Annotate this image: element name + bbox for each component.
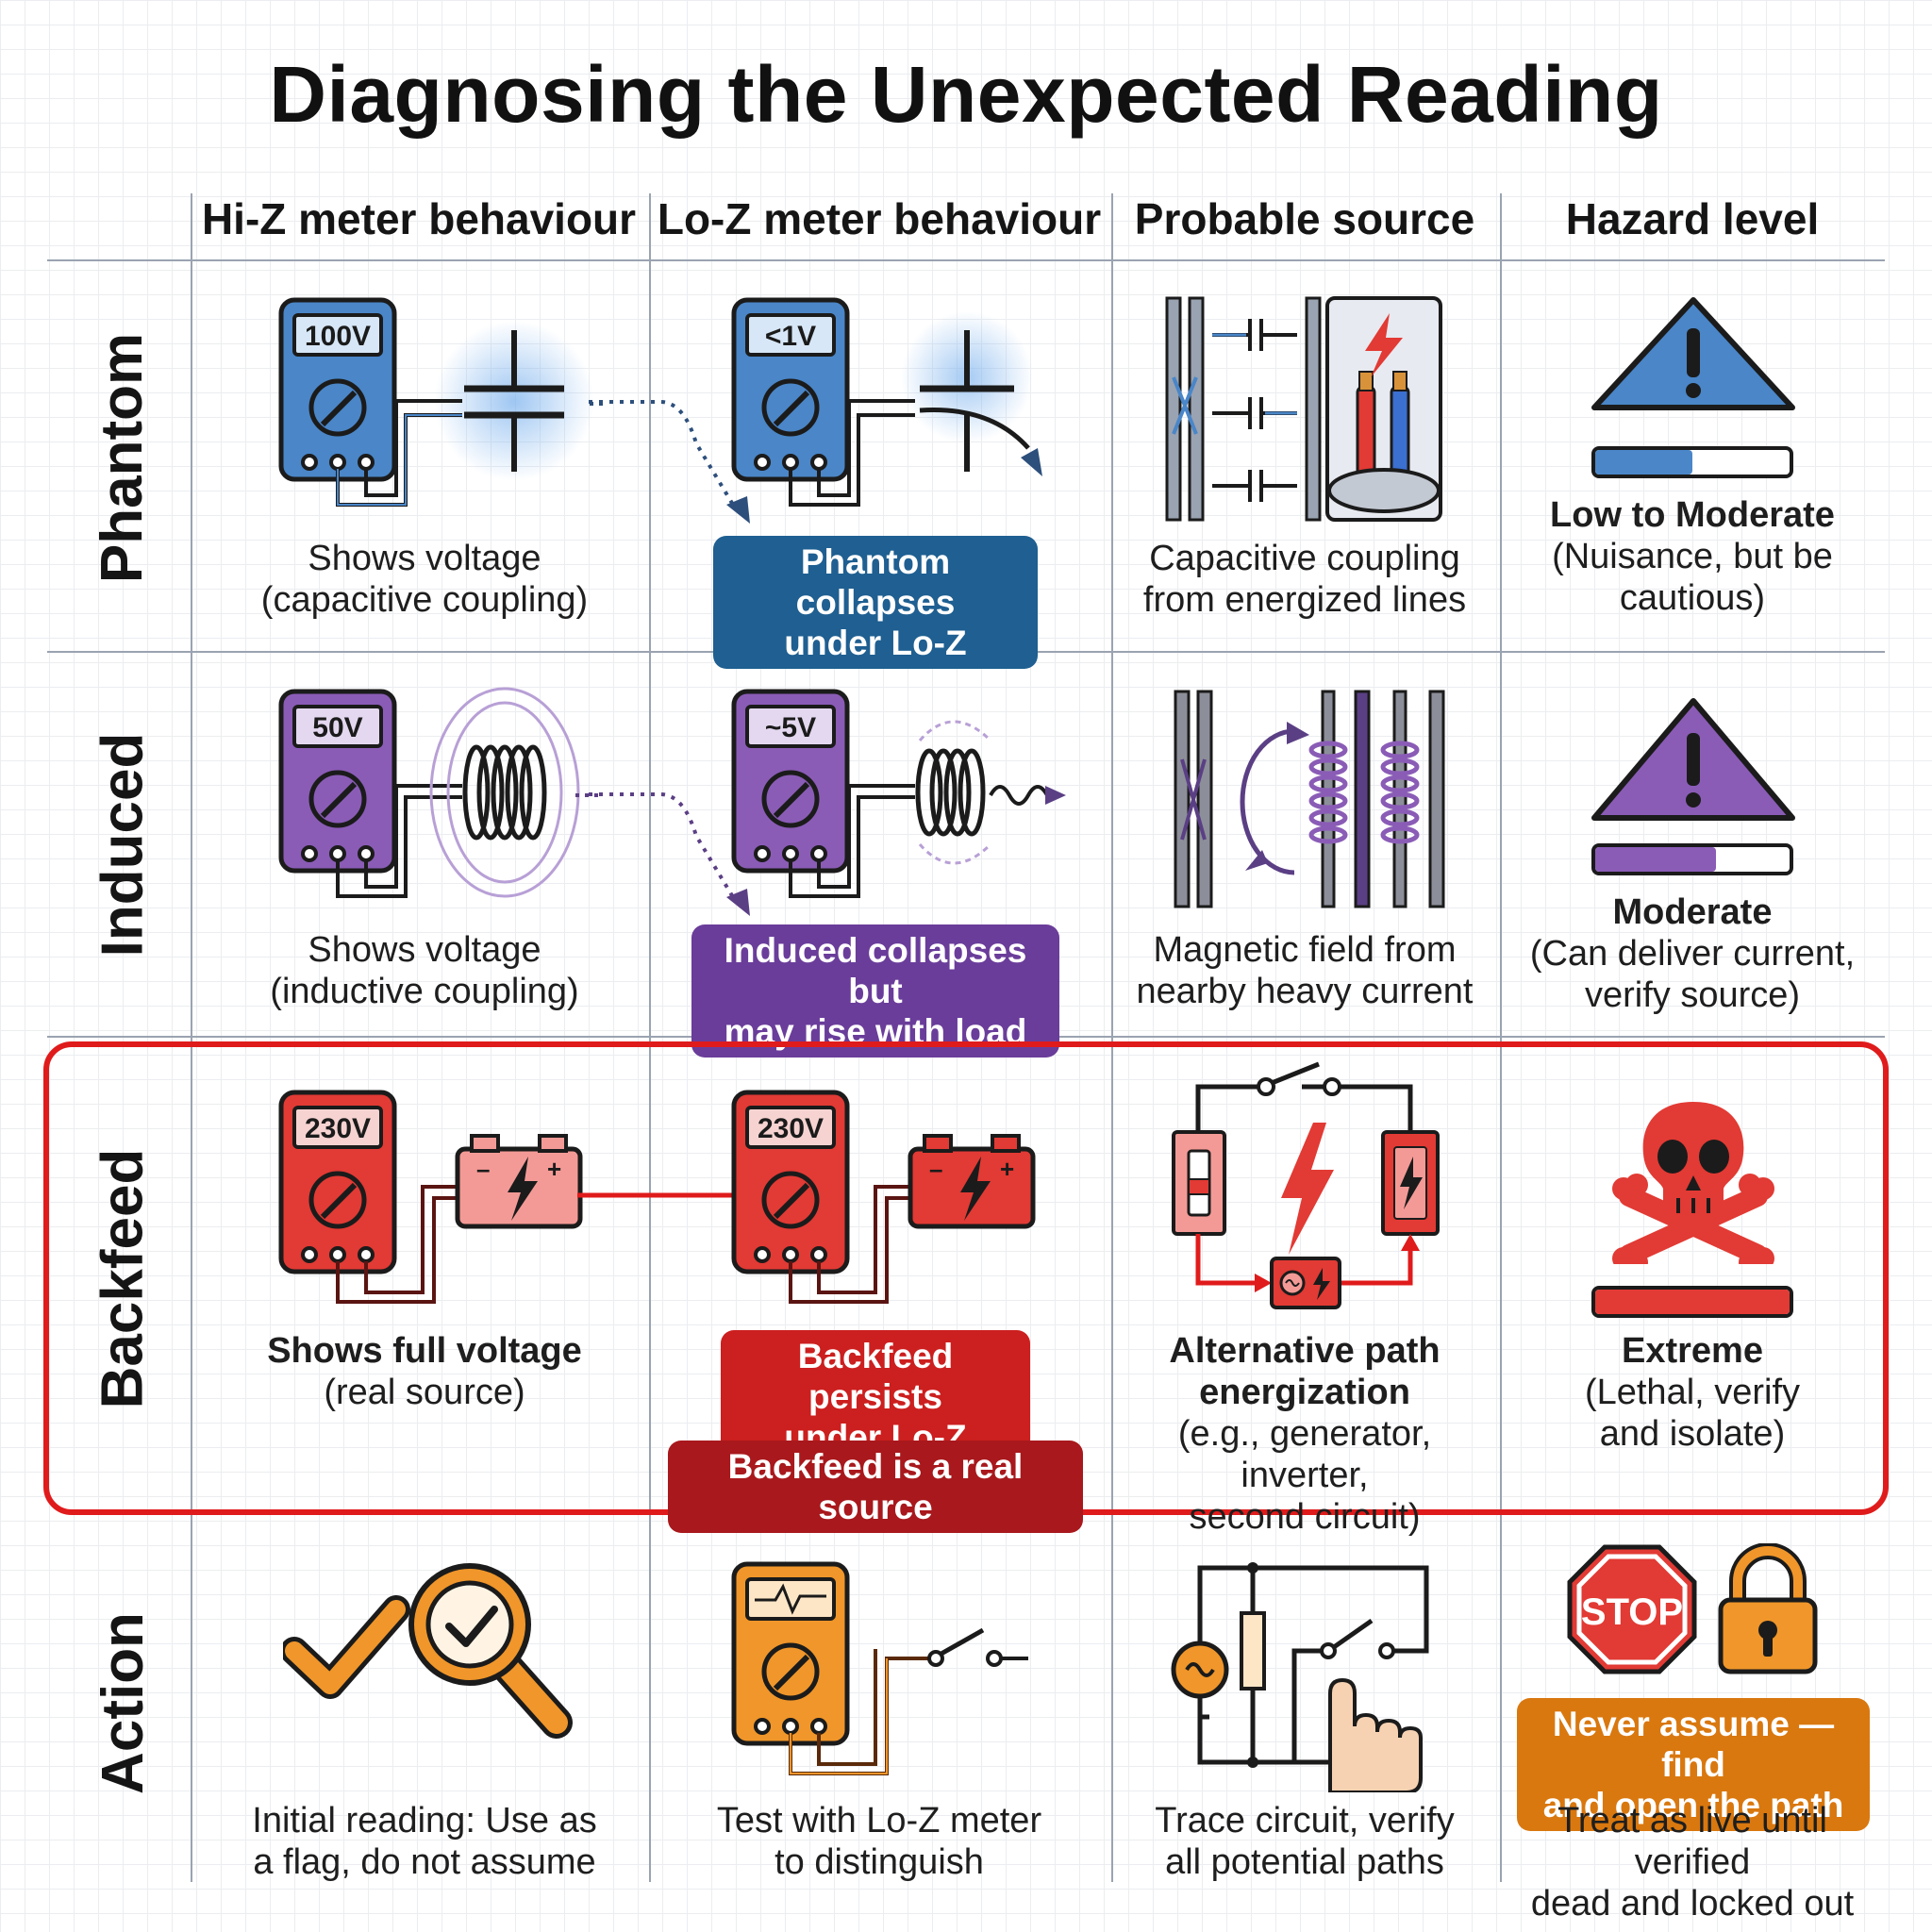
backfeed-lo-z-meter: 230V – +: [731, 1090, 1036, 1304]
column-divider-2: [649, 193, 651, 1882]
backfeed-real-source-badge: Backfeed is a real source: [668, 1441, 1083, 1533]
induced-lo-z-meter: ~5V: [731, 689, 1066, 898]
column-divider-3: [1111, 193, 1113, 1882]
column-header-lo-z: Lo-Z meter behaviour: [657, 194, 1102, 243]
page-title: Diagnosing the Unexpected Reading: [269, 50, 1663, 139]
backfeed-hi-z-meter: 230V – +: [278, 1090, 583, 1304]
induced-hazard-bar: [1591, 843, 1793, 875]
induced-hazard-caption: Moderate (Can deliver current, verify so…: [1502, 891, 1883, 1016]
action-lo-z-caption: Test with Lo-Z meter to distinguish: [716, 1801, 1042, 1882]
induced-source-caption: Magnetic field from nearby heavy current: [1136, 930, 1474, 1011]
phantom-hazard-caption: Low to Moderate (Nuisance, but be cautio…: [1502, 494, 1883, 619]
phantom-hi-z-meter: 100V: [278, 297, 604, 507]
column-divider-4: [1500, 193, 1502, 1882]
row-label-action: Action: [90, 1611, 156, 1794]
phantom-transition-arrow: [589, 400, 750, 524]
backfeed-hazard-level: Extreme: [1622, 1331, 1763, 1371]
induced-transition-arrow: [589, 792, 750, 916]
induced-hazard-level: Moderate: [1612, 892, 1773, 932]
magnifier-check-icon: [283, 1563, 573, 1739]
svg-text:–: –: [476, 1155, 490, 1183]
column-header-source: Probable source: [1134, 194, 1475, 243]
stop-sign-icon: STOP: [1567, 1544, 1697, 1674]
phantom-source-caption: Capacitive coupling from energized lines: [1142, 539, 1467, 620]
action-hi-z-caption: Initial reading: Use as a flag, do not a…: [252, 1801, 597, 1882]
backfeed-source-caption: Alternative path energization (e.g., gen…: [1169, 1331, 1441, 1537]
backfeed-hi-z-caption-bold: Shows full voltage: [267, 1331, 582, 1371]
induced-lo-z-reading: ~5V: [765, 712, 816, 743]
row-label-induced: Induced: [90, 732, 156, 957]
induced-hi-z-caption: Shows voltage (inductive coupling): [270, 930, 579, 1011]
cable-coupling-icon: [1165, 296, 1442, 522]
padlock-icon: [1718, 1543, 1818, 1674]
column-header-hazard: Hazard level: [1565, 194, 1820, 243]
multimeter-switch-icon: [731, 1561, 1028, 1775]
circuit-trace-icon: [1171, 1562, 1429, 1792]
phantom-lo-z-badge: Phantom collapses under Lo-Z: [713, 536, 1038, 669]
svg-text:–: –: [929, 1155, 942, 1183]
backfeed-lo-z-reading: 230V: [758, 1113, 824, 1144]
generator-circuit-icon: [1172, 1061, 1440, 1309]
backfeed-hi-z-caption: Shows full voltage (real source): [217, 1330, 632, 1413]
action-hazard-badge: Never assume — find and open the path: [1517, 1698, 1870, 1831]
phantom-warning-triangle-icon: [1591, 297, 1795, 410]
induced-hi-z-meter: 50V: [278, 687, 604, 898]
magnetic-field-icon: [1174, 690, 1445, 908]
phantom-lo-z-meter: <1V: [731, 297, 1042, 507]
phantom-lo-z-reading: <1V: [765, 321, 816, 352]
backfeed-hi-z-reading: 230V: [305, 1113, 371, 1144]
svg-text:+: +: [547, 1155, 561, 1183]
phantom-hi-z-reading: 100V: [305, 321, 371, 352]
action-hazard-caption: Treat as live until verified dead and lo…: [1530, 1801, 1855, 1924]
row-label-phantom: Phantom: [90, 332, 156, 583]
induced-hi-z-reading: 50V: [312, 712, 362, 743]
induced-lo-z-badge: Induced collapses but may rise with load: [691, 924, 1059, 1058]
action-source-caption: Trace circuit, verify all potential path…: [1155, 1801, 1455, 1882]
backfeed-hazard-caption: Extreme (Lethal, verify and isolate): [1502, 1330, 1883, 1455]
backfeed-connection-line: [577, 1192, 747, 1198]
phantom-hazard-bar: [1591, 446, 1793, 478]
svg-text:+: +: [1000, 1155, 1014, 1183]
backfeed-hazard-bar: [1591, 1286, 1793, 1318]
induced-warning-triangle-icon: [1591, 698, 1795, 821]
header-divider: [47, 259, 1885, 261]
column-divider-1: [191, 193, 192, 1882]
stop-sign-text: STOP: [1581, 1591, 1683, 1633]
phantom-hi-z-caption: Shows voltage (capacitive coupling): [260, 539, 589, 620]
skull-crossbones-icon: [1612, 1102, 1774, 1264]
phantom-hazard-level: Low to Moderate: [1550, 495, 1835, 535]
column-header-hi-z: Hi-Z meter behaviour: [201, 194, 637, 243]
